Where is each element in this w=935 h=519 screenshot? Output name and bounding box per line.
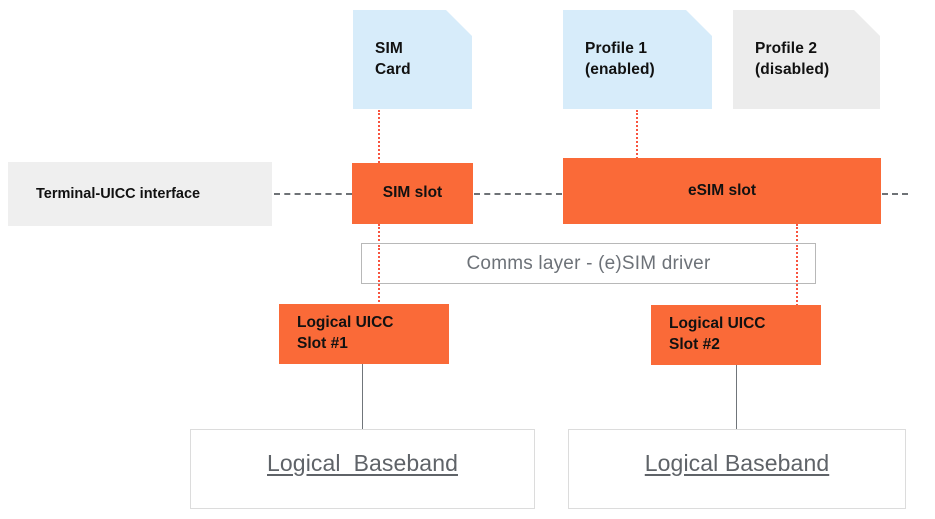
connector-sim-card-to-sim-slot <box>378 110 380 163</box>
sim-slot-label: SIM slot <box>382 184 443 202</box>
connector-through-comms-layer-left <box>378 245 380 282</box>
logical-uicc-slot-2-label: Logical UICC Slot #2 <box>669 314 765 356</box>
profile-1-label-line2: (enabled) <box>585 60 655 78</box>
profile-2-label: Profile 2 (disabled) <box>755 39 829 81</box>
connector-sim-slot-to-comms-layer <box>378 224 380 245</box>
profile-2-node: Profile 2 (disabled) <box>733 10 880 109</box>
logical-uicc-slot-1-label-line2: Slot #1 <box>297 335 348 352</box>
logical-baseband-2-node: Logical Baseband <box>568 429 906 509</box>
logical-baseband-1-label: Logical Baseband <box>267 450 458 476</box>
logical-uicc-slot-2-label-line1: Logical UICC <box>669 315 766 333</box>
esim-slot-label: eSIM slot <box>687 181 757 199</box>
connector-interface-to-sim-slot <box>274 193 352 195</box>
connector-logical-uicc-slot-1-to-baseband-1 <box>362 364 363 430</box>
connector-profile-1-to-esim-slot <box>636 110 638 163</box>
connector-esim-slot-trailing <box>882 193 908 195</box>
sim-card-label-line1: SIM <box>375 39 403 57</box>
logical-uicc-slot-1-label: Logical UICC Slot #1 <box>297 313 393 355</box>
connector-esim-slot-to-comms-layer <box>796 224 798 245</box>
profile-1-label: Profile 1 (enabled) <box>585 39 655 81</box>
logical-uicc-slot-2-node: Logical UICC Slot #2 <box>651 305 821 365</box>
connector-logical-uicc-slot-2-to-baseband-2 <box>736 365 737 430</box>
logical-uicc-slot-1-node: Logical UICC Slot #1 <box>279 304 449 364</box>
logical-uicc-slot-2-label-line2: Slot #2 <box>669 336 720 353</box>
profile-1-label-line1: Profile 1 <box>585 39 648 57</box>
esim-slot-node: eSIM slot <box>563 158 881 224</box>
connector-comms-layer-to-logical-uicc-slot-1 <box>378 284 380 306</box>
terminal-uicc-interface-label: Terminal-UICC interface <box>36 186 201 202</box>
connector-comms-layer-to-logical-uicc-slot-2 <box>796 284 798 306</box>
logical-baseband-2-label: Logical Baseband <box>644 450 830 476</box>
profile-2-label-line1: Profile 2 <box>755 39 818 57</box>
comms-layer-label: Comms layer - (e)SIM driver <box>466 252 711 274</box>
profile-2-label-line2: (disabled) <box>755 60 830 78</box>
sim-card-label: SIM Card <box>375 39 411 81</box>
sim-card-node: SIM Card <box>353 10 472 109</box>
terminal-uicc-interface-node: Terminal-UICC interface <box>8 162 272 226</box>
sim-slot-node: SIM slot <box>352 163 473 224</box>
profile-1-node: Profile 1 (enabled) <box>563 10 712 109</box>
comms-layer-node: Comms layer - (e)SIM driver <box>361 243 816 284</box>
logical-baseband-1-node: Logical Baseband <box>190 429 535 509</box>
connector-through-comms-layer-right <box>796 245 798 282</box>
connector-sim-slot-to-esim-slot <box>474 193 562 195</box>
logical-uicc-slot-1-label-line1: Logical UICC <box>297 314 394 332</box>
sim-card-label-line2: Card <box>375 60 411 78</box>
